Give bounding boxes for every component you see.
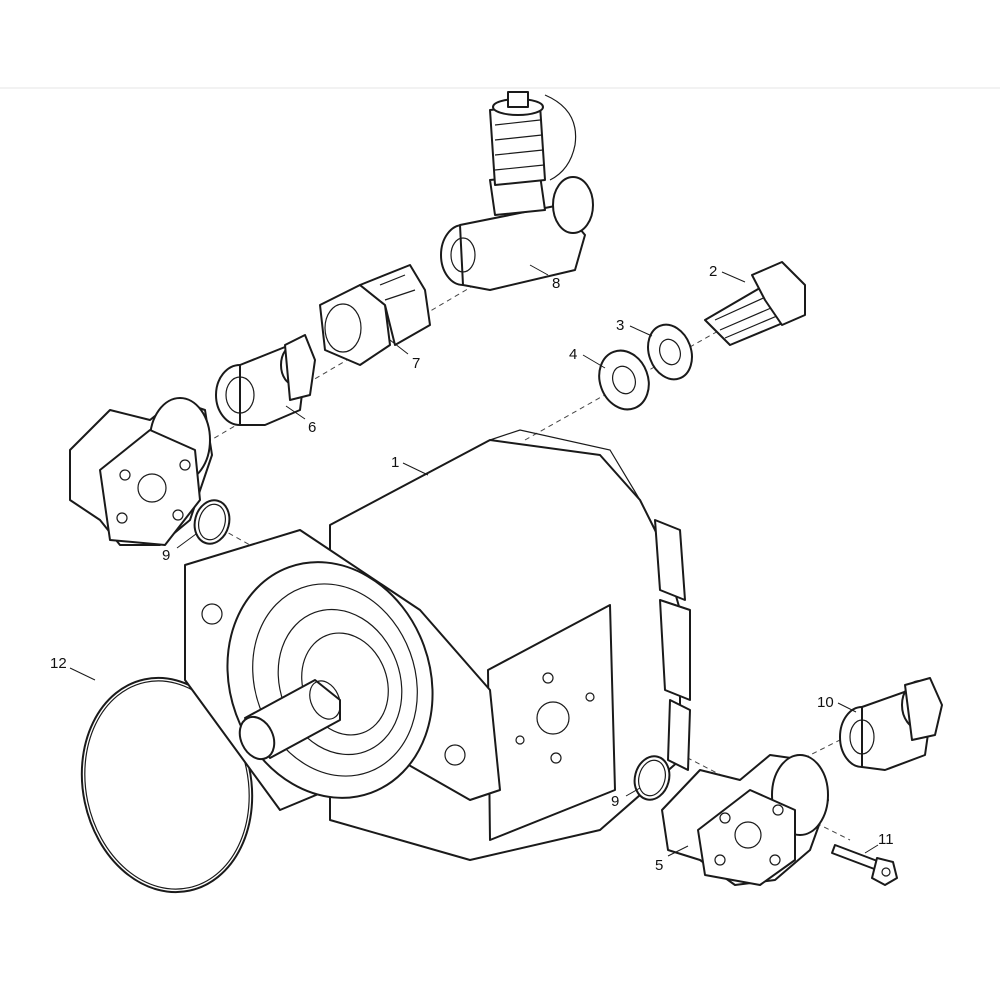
callout-3: 3 bbox=[616, 317, 624, 334]
callout-12: 12 bbox=[50, 655, 67, 672]
part-3-washer bbox=[647, 323, 693, 381]
callout-9-lower: 9 bbox=[611, 793, 619, 810]
callout-5: 5 bbox=[655, 857, 663, 874]
part-7-nut bbox=[319, 264, 431, 366]
part-11-screw bbox=[831, 844, 898, 886]
callout-4: 4 bbox=[569, 346, 577, 363]
part-5-flange-lower bbox=[661, 754, 829, 886]
part-10-adapter bbox=[839, 677, 943, 771]
part-9-seal-lower bbox=[633, 755, 671, 801]
callout-labels: 1 2 3 4 5 6 7 8 9 9 10 11 12 bbox=[50, 263, 894, 874]
part-4-washer bbox=[598, 349, 650, 411]
leader-lines bbox=[69, 264, 879, 857]
part-8-test-fitting bbox=[440, 91, 594, 291]
callout-1: 1 bbox=[391, 454, 399, 471]
part-9-seal-upper bbox=[193, 499, 231, 545]
callout-8: 8 bbox=[552, 275, 560, 292]
callout-6: 6 bbox=[308, 419, 316, 436]
callout-7: 7 bbox=[412, 355, 420, 372]
part-1-pump-body bbox=[184, 429, 691, 861]
callout-10: 10 bbox=[817, 694, 834, 711]
part-6-adapter bbox=[215, 334, 316, 426]
callout-9-upper: 9 bbox=[162, 547, 170, 564]
part-5-flange-upper bbox=[69, 397, 213, 546]
callout-11: 11 bbox=[878, 831, 894, 848]
callout-2: 2 bbox=[709, 263, 717, 280]
part-2-bolt bbox=[704, 261, 806, 346]
